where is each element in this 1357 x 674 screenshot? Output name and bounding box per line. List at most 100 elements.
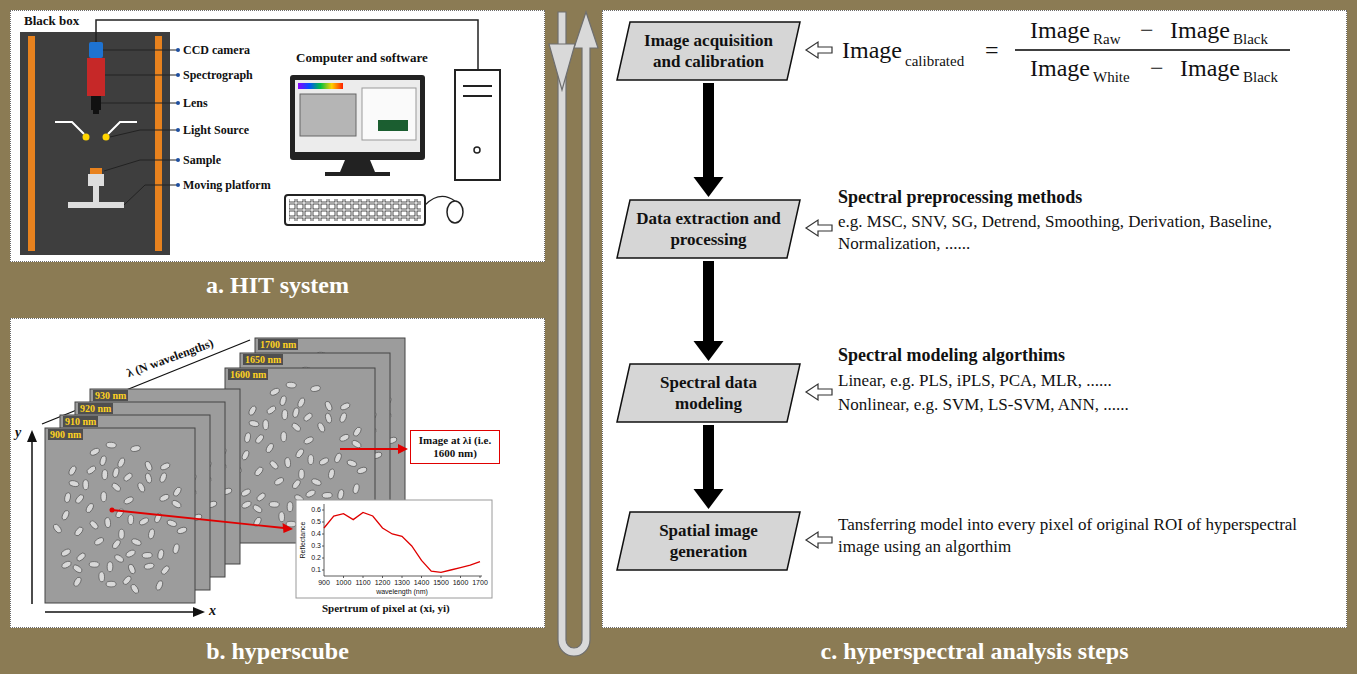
chart-ticks <box>322 510 480 578</box>
seed <box>355 383 363 394</box>
seed <box>284 457 291 468</box>
seed <box>297 397 306 408</box>
seed <box>61 510 70 521</box>
seed <box>270 458 281 468</box>
seed <box>358 438 365 449</box>
seed <box>281 432 287 442</box>
seed <box>86 465 97 475</box>
formula-term: Image <box>1170 16 1230 44</box>
keyboard-keys <box>289 199 421 221</box>
seed <box>160 469 170 480</box>
band-image <box>90 389 240 564</box>
seed <box>340 493 350 504</box>
seed <box>305 489 316 498</box>
seed <box>292 407 300 418</box>
seed <box>352 462 362 468</box>
seed <box>152 549 163 560</box>
seed <box>137 482 146 493</box>
seed <box>308 455 314 465</box>
seed <box>141 456 152 467</box>
seed <box>273 476 284 486</box>
leader-line <box>105 75 178 76</box>
seed <box>241 500 252 509</box>
seed <box>115 508 125 519</box>
seed <box>381 409 392 419</box>
seed <box>146 453 152 463</box>
seed <box>115 476 125 487</box>
seed <box>119 529 125 539</box>
seed <box>111 482 122 493</box>
seed <box>187 513 197 519</box>
seed <box>123 496 134 505</box>
seed <box>266 405 277 415</box>
seed <box>159 472 168 483</box>
seed <box>168 457 179 466</box>
caption-label: Spertrum of pixel at (xi, yi) <box>322 601 450 615</box>
seed <box>144 416 152 427</box>
seed <box>123 510 134 520</box>
seed <box>134 522 144 528</box>
seed <box>172 536 179 547</box>
seed <box>311 402 317 412</box>
seed <box>163 515 170 526</box>
tick-label: 1400 <box>413 579 431 587</box>
seed <box>157 428 165 439</box>
tick-label: 1300 <box>393 579 411 587</box>
seed <box>175 447 183 458</box>
tick-label: 0.1 <box>309 566 321 574</box>
mouse-cable <box>425 196 455 205</box>
seed <box>254 466 265 477</box>
y-axis-head <box>27 430 37 442</box>
seed <box>184 486 193 497</box>
seed <box>98 439 108 450</box>
seed <box>302 487 308 497</box>
seed <box>91 484 100 495</box>
seed <box>354 397 363 408</box>
seed <box>127 563 136 574</box>
panel-heading: a. HIT system <box>11 271 544 299</box>
seed <box>131 466 137 476</box>
seed <box>119 454 129 465</box>
seed <box>217 504 224 515</box>
seed <box>166 519 177 527</box>
seed <box>147 431 153 441</box>
seed <box>288 461 299 471</box>
seed <box>301 367 311 373</box>
seed <box>191 513 202 521</box>
seed <box>76 547 87 556</box>
lens <box>91 96 101 110</box>
pixel-pointer <box>112 510 284 528</box>
seed <box>84 467 95 474</box>
seed <box>286 382 296 388</box>
seed <box>76 497 85 508</box>
seed <box>154 512 163 523</box>
tick-label: 1200 <box>374 579 392 587</box>
seed <box>187 473 197 484</box>
tick-label: 1500 <box>432 579 450 587</box>
seed <box>355 489 366 500</box>
part-label: Black box <box>24 13 79 29</box>
seed <box>128 441 134 451</box>
ccd-camera <box>89 42 103 58</box>
seed <box>101 492 107 502</box>
process-box: Image acquisition and calibration <box>616 21 801 81</box>
part-label: Moving platform <box>183 177 271 193</box>
seed <box>202 460 212 471</box>
seed <box>105 526 116 537</box>
seed <box>282 410 288 420</box>
tick-label: 0.5 <box>309 518 321 526</box>
seed <box>293 390 299 400</box>
seed <box>354 418 365 427</box>
seed <box>114 441 125 448</box>
platform-stem <box>93 186 99 202</box>
method-list: e.g. MSC, SNV, SG, Detrend, Smoothing, D… <box>838 211 1333 255</box>
axis-label: wavelength (nm) <box>372 588 432 596</box>
seed <box>121 568 131 574</box>
seed <box>322 492 332 498</box>
seed <box>98 467 104 477</box>
tick-label: 1700 <box>471 579 489 587</box>
seed <box>102 538 113 548</box>
formula-term: = <box>985 36 999 64</box>
seed <box>75 552 86 563</box>
seed <box>321 392 332 403</box>
